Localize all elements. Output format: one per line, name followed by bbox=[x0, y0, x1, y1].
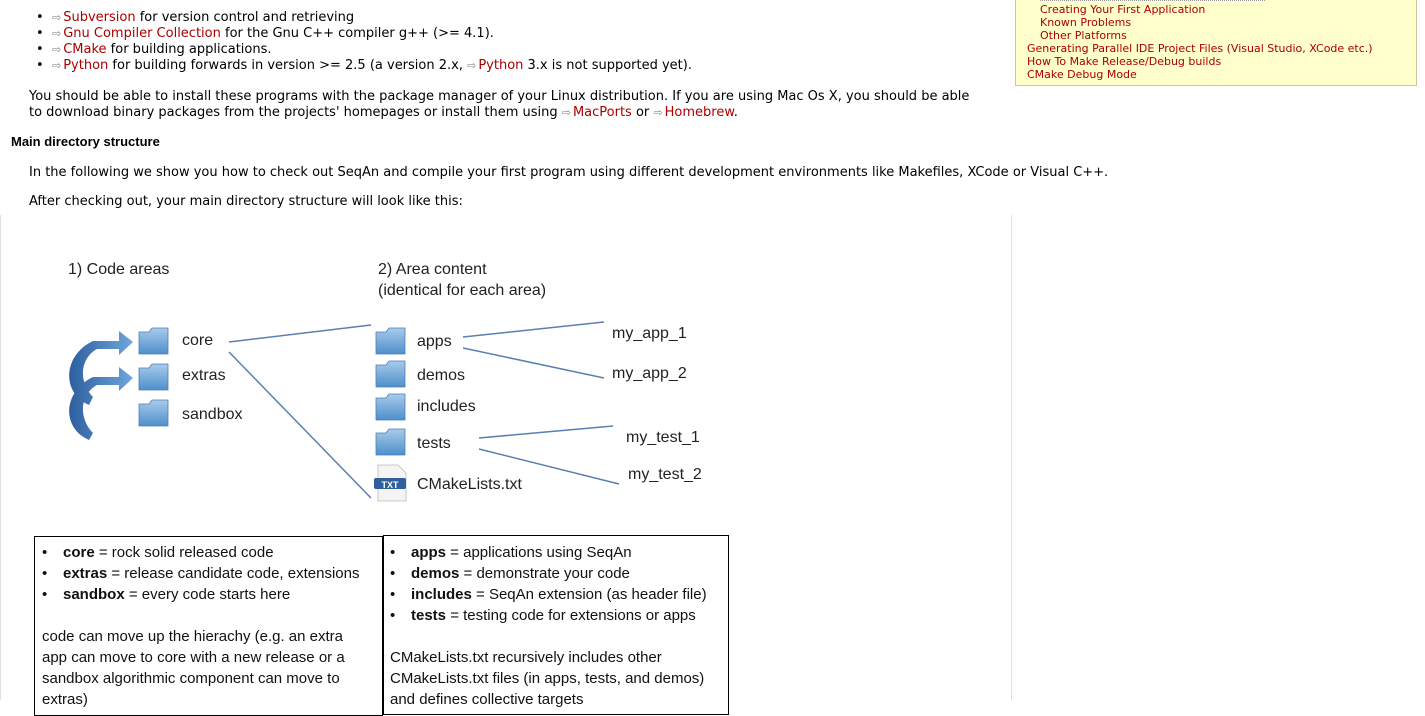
app-item: my_app_2 bbox=[612, 365, 687, 382]
note-line: CMakeLists.txt recursively includes othe… bbox=[390, 649, 662, 666]
legend-note: CMakeLists.txt recursively includes othe… bbox=[390, 647, 728, 710]
figure-graphics: TXT bbox=[69, 321, 620, 502]
legend-desc: = rock solid released code bbox=[94, 544, 274, 561]
test-item: my_test_1 bbox=[626, 429, 700, 446]
toc-divider bbox=[1040, 0, 1265, 1]
list-item: extras = release candidate code, extensi… bbox=[42, 563, 382, 584]
legend-term: tests bbox=[411, 607, 447, 624]
list-item-text: for version control and retrieving bbox=[135, 10, 355, 25]
toc-link-cmake-debug[interactable]: CMake Debug Mode bbox=[1027, 68, 1137, 81]
external-link-icon: ⇨ bbox=[52, 27, 62, 40]
toc-link-other-platforms[interactable]: Other Platforms bbox=[1040, 29, 1127, 42]
area-content-subtitle: (identical for each area) bbox=[378, 282, 547, 299]
toc-link-ide-project-files[interactable]: Generating Parallel IDE Project Files (V… bbox=[1027, 42, 1373, 55]
list-item: core = rock solid released code bbox=[42, 542, 382, 563]
table-of-contents: Creating Your First Application Known Pr… bbox=[1015, 0, 1417, 86]
list-item: includes = SeqAn extension (as header fi… bbox=[390, 584, 728, 605]
after-checkout-text: After checking out, your main directory … bbox=[29, 194, 463, 209]
area-core: core bbox=[182, 332, 214, 349]
area-sandbox: sandbox bbox=[182, 406, 243, 423]
legend-desc: = every code starts here bbox=[124, 586, 291, 603]
external-link-icon: ⇨ bbox=[52, 43, 62, 56]
code-areas-title: 1) Code areas bbox=[68, 261, 170, 278]
note-line: sandbox algorithmic component can move t… bbox=[42, 670, 340, 687]
area-extras: extras bbox=[182, 367, 226, 384]
content-tests: tests bbox=[417, 435, 451, 452]
cmake-link[interactable]: CMake bbox=[63, 42, 107, 57]
external-link-icon: ⇨ bbox=[467, 59, 477, 72]
list-item: ⇨CMake for building applications. bbox=[36, 42, 692, 58]
install-text-line2: to download binary packages from the pro… bbox=[29, 105, 969, 121]
subversion-link[interactable]: Subversion bbox=[63, 10, 136, 25]
list-item-text: 3.x is not supported yet). bbox=[523, 58, 692, 73]
install-text: . bbox=[733, 105, 738, 120]
toc-link-first-application[interactable]: Creating Your First Application bbox=[1040, 3, 1206, 16]
list-item: tests = testing code for extensions or a… bbox=[390, 605, 728, 626]
legend-note: code can move up the hierachy (e.g. an e… bbox=[42, 626, 382, 710]
legend-term: demos bbox=[411, 565, 460, 582]
external-link-icon: ⇨ bbox=[52, 11, 62, 24]
directory-structure-figure: TXT 1) Code areas 2) Area content (ident… bbox=[0, 215, 1012, 700]
txt-badge: TXT bbox=[382, 480, 400, 490]
content-cmakelists: CMakeLists.txt bbox=[417, 476, 522, 493]
list-item: ⇨Python for building forwards in version… bbox=[36, 58, 692, 74]
note-line: CMakeLists.txt files (in apps, tests, an… bbox=[390, 670, 705, 687]
list-item: apps = applications using SeqAn bbox=[390, 542, 728, 563]
legend-term: sandbox bbox=[63, 586, 125, 603]
homebrew-link[interactable]: Homebrew bbox=[664, 105, 734, 120]
legend-term: extras bbox=[63, 565, 108, 582]
app-item: my_app_1 bbox=[612, 325, 687, 342]
macports-link[interactable]: MacPorts bbox=[572, 105, 632, 120]
install-paragraph: You should be able to install these prog… bbox=[29, 89, 969, 121]
legend-desc: = SeqAn extension (as header file) bbox=[471, 586, 707, 603]
install-text: or bbox=[631, 105, 654, 120]
test-item: my_test_2 bbox=[628, 466, 702, 483]
toc-link-known-problems[interactable]: Known Problems bbox=[1040, 16, 1132, 29]
txt-file-icon bbox=[374, 464, 407, 502]
toc-link-release-debug[interactable]: How To Make Release/Debug builds bbox=[1027, 55, 1222, 68]
promotion-arrows-icon bbox=[69, 331, 133, 440]
legend-desc: = testing code for extensions or apps bbox=[446, 607, 696, 624]
external-link-icon: ⇨ bbox=[561, 106, 571, 119]
note-line: app can move to core with a new release … bbox=[42, 649, 345, 666]
install-text: to download binary packages from the pro… bbox=[29, 105, 562, 120]
area-content-title: 2) Area content bbox=[378, 261, 487, 278]
list-item-text: for building applications. bbox=[106, 42, 272, 57]
requirements-list: ⇨Subversion for version control and retr… bbox=[36, 10, 692, 74]
content-demos: demos bbox=[417, 367, 466, 384]
code-areas-legend: core = rock solid released code extras =… bbox=[34, 536, 383, 716]
note-line: code can move up the hierachy (e.g. an e… bbox=[42, 628, 344, 645]
legend-desc: = applications using SeqAn bbox=[446, 544, 632, 561]
python3-link[interactable]: Python bbox=[478, 58, 524, 73]
list-item: ⇨Gnu Compiler Collection for the Gnu C++… bbox=[36, 26, 692, 42]
list-item: ⇨Subversion for version control and retr… bbox=[36, 10, 692, 26]
legend-desc: = release candidate code, extensions bbox=[107, 565, 360, 582]
legend-term: includes bbox=[411, 586, 472, 603]
python-link[interactable]: Python bbox=[63, 58, 109, 73]
content-apps: apps bbox=[417, 333, 452, 350]
gcc-link[interactable]: Gnu Compiler Collection bbox=[63, 26, 221, 41]
list-item-text: for the Gnu C++ compiler g++ (>= 4.1). bbox=[220, 26, 494, 41]
external-link-icon: ⇨ bbox=[52, 59, 62, 72]
list-item: demos = demonstrate your code bbox=[390, 563, 728, 584]
section-title: Main directory structure bbox=[11, 134, 160, 149]
area-content-legend: apps = applications using SeqAn demos = … bbox=[383, 535, 729, 715]
legend-term: apps bbox=[411, 544, 447, 561]
connector-lines bbox=[228, 321, 620, 499]
list-item-text: for building forwards in version >= 2.5 … bbox=[108, 58, 468, 73]
folder-icons bbox=[138, 327, 406, 456]
content-includes: includes bbox=[417, 398, 476, 415]
legend-term: core bbox=[63, 544, 95, 561]
intro-text: In the following we show you how to chec… bbox=[29, 165, 1109, 180]
legend-desc: = demonstrate your code bbox=[459, 565, 630, 582]
install-text-line1: You should be able to install these prog… bbox=[29, 89, 970, 104]
list-item: sandbox = every code starts here bbox=[42, 584, 382, 605]
external-link-icon: ⇨ bbox=[653, 106, 663, 119]
